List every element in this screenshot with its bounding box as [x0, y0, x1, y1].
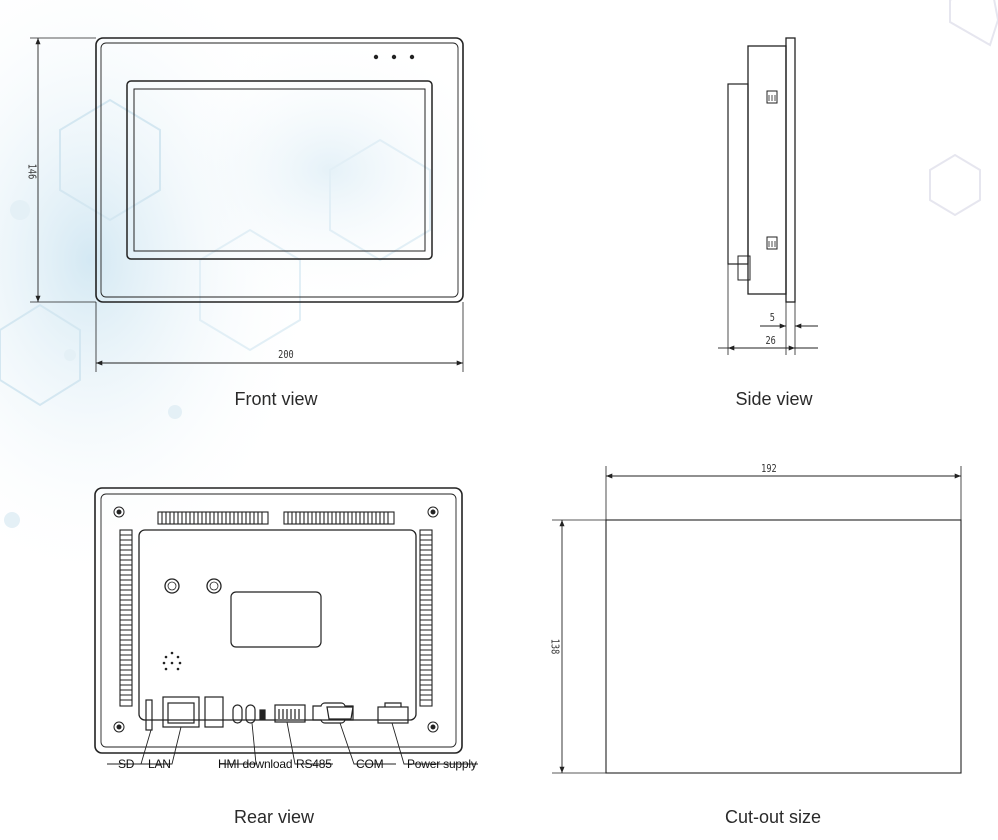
side-depth-dimension: 26 [765, 334, 776, 347]
cutout-height-dimension: 138 [548, 638, 562, 655]
rear-view [94, 487, 478, 765]
front-view-caption: Front view [234, 389, 318, 409]
port-label-rs485: RS485 [296, 757, 332, 771]
front-view [30, 37, 464, 372]
front-width-dimension: 200 [278, 348, 294, 361]
port-label-lan: LAN [148, 757, 171, 771]
side-bezel-dimension: 5 [769, 311, 775, 324]
front-height-dimension: 146 [25, 163, 39, 180]
cutout-size-caption: Cut-out size [724, 807, 822, 827]
cutout-width-dimension: 192 [761, 462, 777, 475]
port-label-com: COM [356, 757, 384, 771]
port-label-power-supply: Power supply [407, 757, 477, 771]
cutout-view [552, 466, 962, 774]
port-label-hmi-download: HMI download [218, 757, 293, 771]
rear-view-caption: Rear view [233, 807, 315, 827]
port-label-sd: SD [118, 757, 135, 771]
side-view [718, 37, 818, 355]
side-view-caption: Side view [735, 389, 813, 409]
